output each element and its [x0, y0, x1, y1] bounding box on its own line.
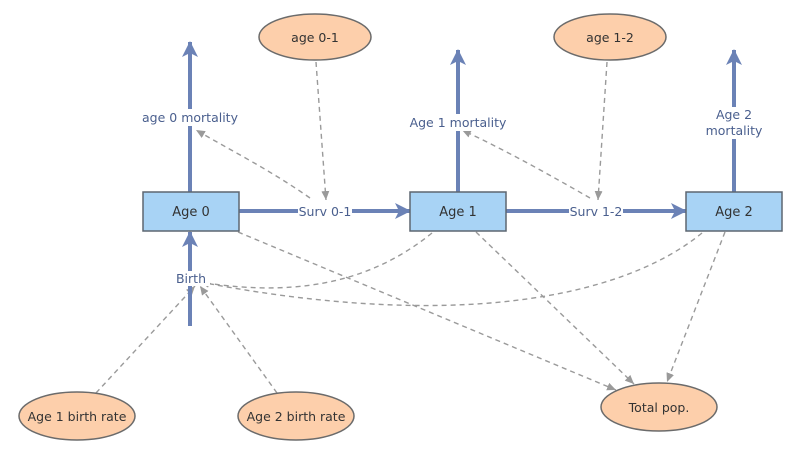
age1-mortality-label: Age 1 mortality	[410, 115, 507, 130]
param-age12[interactable]: age 1-2	[553, 13, 667, 61]
surv12-label: Surv 1-2	[570, 204, 623, 219]
link-age2-to-totalpop	[666, 231, 726, 383]
link-age0-to-totalpop	[237, 231, 617, 391]
link-age0-to-age0-mortality	[195, 129, 311, 199]
link-birthrate1-to-birth	[95, 285, 196, 394]
param-birth-rate2-label: Age 2 birth rate	[247, 409, 346, 424]
link-age01-to-surv01	[315, 61, 330, 201]
param-total-pop-label: Total pop.	[628, 400, 690, 415]
param-birth-rate2[interactable]: Age 2 birth rate	[237, 391, 355, 441]
link-age1-to-age1-mortality	[461, 129, 591, 199]
flow-labels: age 0 mortality Age 1 mortality Age 2 mo…	[142, 107, 766, 286]
birth-label: Birth	[176, 271, 206, 286]
surv01-label: Surv 0-1	[299, 204, 352, 219]
stock-age1-label: Age 1	[439, 205, 477, 220]
stock-age0-label: Age 0	[172, 205, 210, 220]
flows	[182, 41, 742, 326]
stock-age2[interactable]: Age 2	[685, 191, 783, 232]
param-birth-rate1-label: Age 1 birth rate	[28, 409, 127, 424]
age0-mortality-label: age 0 mortality	[142, 110, 239, 125]
param-total-pop[interactable]: Total pop.	[600, 382, 718, 432]
stocks: Age 0 Age 1 Age 2	[142, 191, 783, 232]
stock-age2-label: Age 2	[715, 205, 753, 220]
age2-mortality-label-line2: mortality	[706, 123, 763, 138]
stock-age1[interactable]: Age 1	[409, 191, 507, 232]
param-birth-rate1[interactable]: Age 1 birth rate	[18, 391, 136, 441]
param-age12-label: age 1-2	[586, 30, 634, 45]
param-age01-label: age 0-1	[291, 30, 339, 45]
link-age1-to-totalpop	[475, 231, 635, 385]
link-age1-to-birth	[199, 232, 433, 289]
stock-age0[interactable]: Age 0	[142, 191, 240, 232]
info-links	[95, 61, 726, 394]
age2-mortality-label-line1: Age 2	[716, 107, 752, 122]
parameters: age 0-1 age 1-2 Age 1 birth rate Age 2 b…	[18, 13, 718, 441]
link-birthrate2-to-birth	[199, 285, 278, 394]
param-age01[interactable]: age 0-1	[258, 13, 372, 61]
link-age2-to-birth	[199, 232, 703, 307]
link-age12-to-surv12	[594, 61, 608, 201]
